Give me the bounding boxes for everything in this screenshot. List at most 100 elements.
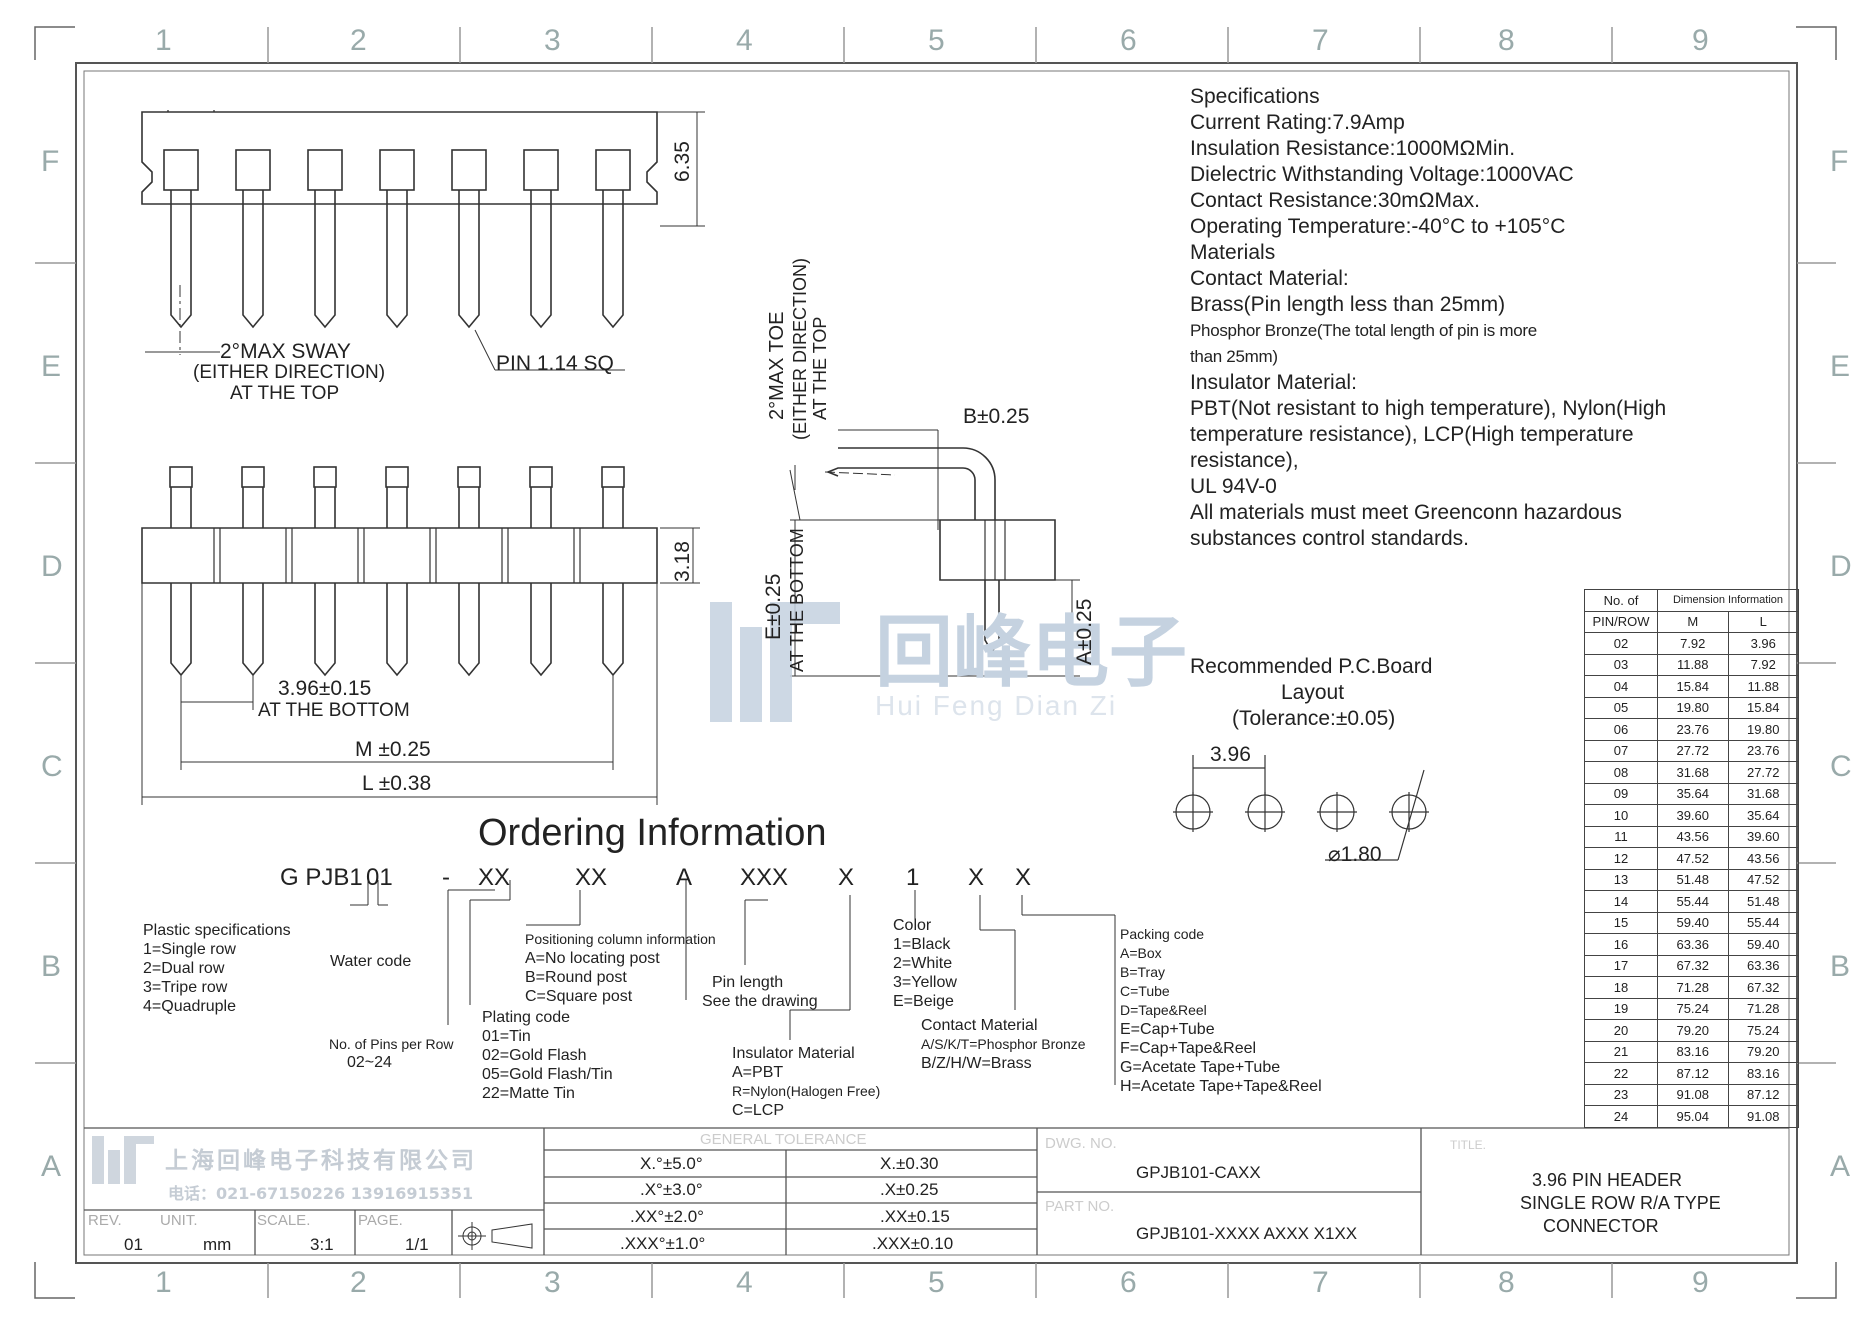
color-list: Color 1=Black 2=White 3=Yellow E=Beige xyxy=(893,916,957,1011)
table-cell: 11.88 xyxy=(1727,675,1799,698)
table-cell: 35.64 xyxy=(1657,782,1729,805)
order-code-prefix: G PJB1 xyxy=(280,864,363,891)
company-phone: 电话：021-67150226 13916915351 xyxy=(168,1184,474,1203)
table-cell: 13 xyxy=(1584,868,1658,891)
grid-col-3: 3 xyxy=(544,24,561,57)
table-cell: 59.40 xyxy=(1657,911,1729,934)
packing-list: Packing code A=Box B=Tray C=Tube D=Tape&… xyxy=(1120,925,1322,1096)
table-cell: 12 xyxy=(1584,847,1658,870)
list-item: E=Cap+Tube xyxy=(1120,1021,1215,1038)
table-cell: 04 xyxy=(1584,675,1658,698)
grid-row-c: C xyxy=(41,750,63,783)
table-cell: 22 xyxy=(1584,1062,1658,1085)
table-cell: 03 xyxy=(1584,653,1658,676)
table-cell: 3.96 xyxy=(1727,632,1799,655)
table-cell: 51.48 xyxy=(1727,890,1799,913)
table-cell: 20 xyxy=(1584,1019,1658,1042)
list-item: 1=Black xyxy=(893,936,951,953)
grid-col-6-bottom: 6 xyxy=(1120,1266,1137,1299)
list-item: F=Cap+Tape&Reel xyxy=(1120,1040,1257,1057)
grid-col-6: 6 xyxy=(1120,24,1137,57)
plastic-spec-list: Plastic specifications 1=Single row 2=Du… xyxy=(143,921,291,1016)
drawing-title-line3: CONNECTOR xyxy=(1543,1216,1659,1236)
pins-per-row-label: No. of Pins per Row xyxy=(329,1036,454,1052)
tol-left-2: .XX°±2.0° xyxy=(630,1207,704,1226)
list-item: 22=Matte Tin xyxy=(482,1085,575,1102)
table-cell: 43.56 xyxy=(1727,847,1799,870)
table-cell: 02 xyxy=(1584,632,1658,655)
grid-col-4-bottom: 4 xyxy=(736,1266,753,1299)
list-item: 2=White xyxy=(893,955,953,972)
table-cell: 35.64 xyxy=(1727,804,1799,827)
tol-right-3: .XXX±0.10 xyxy=(872,1234,954,1253)
table-header: Dimension Information xyxy=(1657,589,1799,612)
grid-col-8: 8 xyxy=(1498,24,1515,57)
table-cell: 14 xyxy=(1584,890,1658,913)
table-cell: 43.56 xyxy=(1657,825,1729,848)
table-header: L xyxy=(1727,610,1799,633)
table-cell: 83.16 xyxy=(1727,1062,1799,1085)
grid-col-5: 5 xyxy=(928,24,945,57)
list-item: 4=Quadruple xyxy=(143,998,236,1015)
list-item: A=PBT xyxy=(732,1064,784,1081)
scale-label: SCALE. xyxy=(257,1212,311,1229)
table-cell: 09 xyxy=(1584,782,1658,805)
spec-line: resistance), xyxy=(1190,449,1299,472)
list-item: D=Tape&Reel xyxy=(1120,1002,1207,1018)
pitch-dim: 3.96±0.15 xyxy=(278,677,372,700)
sway-label: 2°MAX SWAY xyxy=(220,340,351,363)
grid-col-2-bottom: 2 xyxy=(350,1266,367,1299)
list-item: Plastic specifications xyxy=(143,922,291,939)
pin-size-label: PIN 1.14 SQ xyxy=(496,352,614,375)
table-cell: 79.20 xyxy=(1727,1040,1799,1063)
spec-line: substances control standards. xyxy=(1190,527,1469,550)
pcb-hole: ⌀1.80 xyxy=(1328,843,1382,866)
pcb-title: Recommended P.C.Board xyxy=(1190,655,1433,678)
grid-col-9: 9 xyxy=(1692,24,1709,57)
spec-line: Insulator Material: xyxy=(1190,371,1357,394)
list-item: A=No locating post xyxy=(525,950,660,967)
table-cell: 87.12 xyxy=(1727,1083,1799,1106)
list-item: G=Acetate Tape+Tube xyxy=(1120,1059,1281,1076)
table-cell: 7.92 xyxy=(1657,632,1729,655)
table-cell: 71.28 xyxy=(1657,976,1729,999)
list-item: 02=Gold Flash xyxy=(482,1047,587,1064)
spec-line-small: Phosphor Bronze(The total length of pin … xyxy=(1190,321,1537,340)
tol-right-1: .X±0.25 xyxy=(880,1180,939,1199)
order-code-insulator: X xyxy=(838,864,855,891)
e-note: AT THE BOTTOM xyxy=(787,528,807,672)
table-cell: 19.80 xyxy=(1727,718,1799,741)
table-cell: 17 xyxy=(1584,954,1658,977)
table-cell: 10 xyxy=(1584,804,1658,827)
spec-line: UL 94V-0 xyxy=(1190,475,1277,498)
dim-6-35: 6.35 xyxy=(671,141,694,182)
table-cell: 18 xyxy=(1584,976,1658,999)
grid-col-7-bottom: 7 xyxy=(1312,1266,1329,1299)
list-item: Packing code xyxy=(1120,926,1205,942)
list-item: 3=Tripe row xyxy=(143,979,228,996)
order-code-length: XXX xyxy=(740,864,789,891)
grid-row-b-right: B xyxy=(1830,950,1851,983)
table-cell: 23.76 xyxy=(1727,739,1799,762)
table-header: PIN/ROW xyxy=(1584,610,1658,633)
drawing-title-line2: SINGLE ROW R/A TYPE xyxy=(1520,1193,1721,1213)
table-cell: 83.16 xyxy=(1657,1040,1729,1063)
list-item: Contact Material xyxy=(921,1017,1038,1034)
tol-left-0: X.°±5.0° xyxy=(640,1154,703,1173)
table-cell: 51.48 xyxy=(1657,868,1729,891)
table-cell: 75.24 xyxy=(1727,1019,1799,1042)
plating-list: Plating code 01=Tin 02=Gold Flash 05=Gol… xyxy=(482,1008,613,1103)
spec-line: Materials xyxy=(1190,241,1276,264)
